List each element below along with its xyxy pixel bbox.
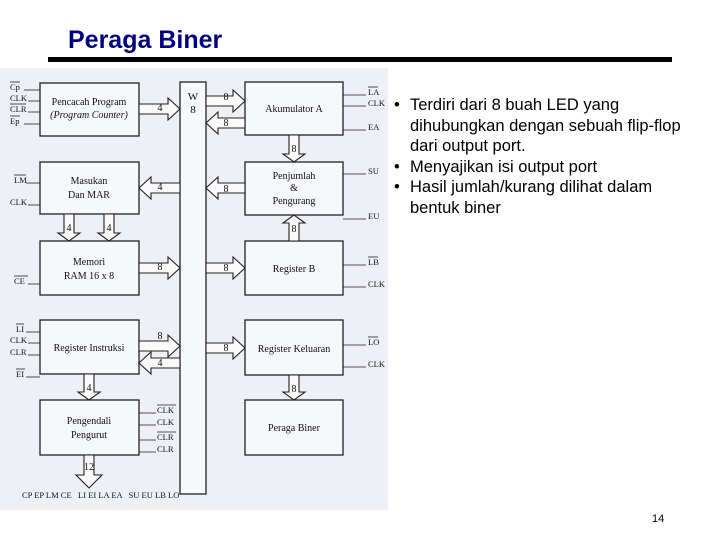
signal-ir-clr: CLR <box>10 347 27 357</box>
signal-pc-clr: CLR <box>10 104 27 114</box>
signal-ir-clk: CLK <box>10 335 28 345</box>
width-acc-bus: 8 <box>224 118 229 129</box>
signal-regb-clk: CLK <box>368 279 386 289</box>
arrow-alu-to-bus <box>205 175 246 201</box>
width-controller-out: 12 <box>84 462 94 473</box>
arrow-regb-to-alu <box>281 214 307 242</box>
bus-label: W <box>188 91 199 103</box>
block-controller <box>39 399 140 456</box>
width-bus-output: 8 <box>224 343 229 354</box>
block-program-counter <box>39 82 140 137</box>
arrow-mar-to-ram-2 <box>96 213 122 242</box>
arrow-pc-to-bus <box>138 96 181 122</box>
page-number: 14 <box>652 513 665 525</box>
width-alu-regb: 8 <box>292 224 297 235</box>
block-register-b <box>244 240 344 296</box>
signal-ctrl-clk-1: CLK <box>157 405 175 415</box>
arrow-ir-to-bus <box>138 350 181 376</box>
signal-la: LA <box>368 87 380 97</box>
width-pc-bus: 4 <box>158 103 163 114</box>
arrow-bus-to-ir <box>138 333 181 359</box>
width-ram-bus: 8 <box>158 262 163 273</box>
signal-ctrl-clk-2: CLK <box>157 417 175 427</box>
width-acc-alu: 8 <box>292 144 297 155</box>
arrow-acc-to-bus <box>205 110 246 136</box>
block-mar <box>39 161 140 215</box>
signal-lo: LO <box>368 337 379 347</box>
mar-label-line2: Dan MAR <box>68 190 110 201</box>
bullet-item: •Menyajikan isi output port <box>394 157 598 176</box>
signal-pc-clk: CLK <box>10 93 28 103</box>
signal-ea: EA <box>368 122 380 132</box>
arrow-bus-to-acc <box>205 88 246 114</box>
signal-ep: Ep <box>10 116 19 126</box>
bus-width-label: 8 <box>190 104 196 116</box>
width-bus-acc: 8 <box>224 92 229 103</box>
bullet-list: •Terdiri dari 8 buah LED yang dihubungka… <box>394 95 694 218</box>
arrow-output-to-display <box>281 374 307 401</box>
ir-label: Register Instruksi <box>54 343 125 354</box>
pc-label-line2: (Program Counter) <box>50 110 128 121</box>
width-output-display: 8 <box>292 384 297 395</box>
bullet-item: •Terdiri dari 8 buah LED yang dihubungka… <box>394 96 681 155</box>
sap1-block-diagram: W 8 Pencacah Program (Program Counter) M… <box>0 68 388 510</box>
arrow-bus-to-output <box>205 335 246 361</box>
bullet-text-1: Terdiri dari 8 buah LED yang dihubungkan… <box>410 96 681 155</box>
signal-ei: EI <box>16 369 24 379</box>
slide-title: Peraga Biner <box>68 26 223 54</box>
signal-cp: Cp <box>10 82 20 92</box>
signal-mar-clk: CLK <box>10 197 28 207</box>
signal-ce: CE <box>14 276 25 286</box>
signal-ctrl-clr-1: CLR <box>157 432 174 442</box>
control-word-signals: CP EP LM CE LI EI LA EA SU EU LB LO <box>22 490 179 500</box>
ram-label-line1: Memori <box>73 257 105 268</box>
ram-label-line2: RAM 16 x 8 <box>64 271 114 282</box>
register-b-label: Register B <box>273 264 316 275</box>
display-block-label: Peraga Biner <box>268 423 321 434</box>
width-ir-controller: 4 <box>87 383 92 394</box>
bullet-text-3: Hasil jumlah/kurang dilihat dalam bentuk… <box>410 178 653 217</box>
bus-w <box>179 81 207 495</box>
arrow-controller-output <box>74 454 104 489</box>
arrow-ir-to-controller <box>76 373 102 401</box>
signal-out-clk: CLK <box>368 359 386 369</box>
width-mar-ram-1: 4 <box>67 223 72 234</box>
width-bus-mar: 4 <box>158 182 163 193</box>
width-bus-ir: 8 <box>158 331 163 342</box>
block-accumulator <box>244 81 344 136</box>
bullet-item: •Hasil jumlah/kurang dilihat dalam bentu… <box>394 178 653 217</box>
controller-label-line2: Pengurut <box>71 430 107 441</box>
bullet-text-2: Menyajikan isi output port <box>410 157 598 176</box>
controller-label-line1: Pengendali <box>67 416 112 427</box>
block-binary-display <box>244 399 344 456</box>
alu-label-line3: Pengurang <box>273 196 316 207</box>
signal-ctrl-clr-2: CLR <box>157 444 174 454</box>
signal-lm: LM <box>14 175 27 185</box>
mar-label-line1: Masukan <box>71 176 108 187</box>
arrow-ram-to-bus <box>138 255 181 281</box>
block-instruction-register <box>39 319 140 375</box>
alu-label-line2: & <box>290 183 298 194</box>
width-mar-ram-2: 4 <box>107 223 112 234</box>
output-register-label: Register Keluaran <box>258 344 330 355</box>
signal-su: SU <box>368 166 379 176</box>
block-ram <box>39 240 140 296</box>
accumulator-label: Akumulator A <box>265 104 323 115</box>
arrow-mar-to-ram-1 <box>56 213 82 242</box>
signal-acc-clk: CLK <box>368 98 386 108</box>
arrow-acc-to-alu <box>281 134 307 163</box>
pc-label-line1: Pencacah Program <box>52 97 127 108</box>
alu-label-line1: Penjumlah <box>273 171 316 182</box>
signal-lb: LB <box>368 257 379 267</box>
width-ir-bus: 4 <box>158 358 163 369</box>
signal-eu: EU <box>368 211 379 221</box>
arrow-bus-to-mar <box>138 175 181 201</box>
arrow-bus-to-regb <box>205 255 246 281</box>
title-divider <box>48 57 672 62</box>
width-alu-bus: 8 <box>224 184 229 195</box>
width-bus-regb: 8 <box>224 263 229 274</box>
signal-li: LI <box>16 324 24 334</box>
